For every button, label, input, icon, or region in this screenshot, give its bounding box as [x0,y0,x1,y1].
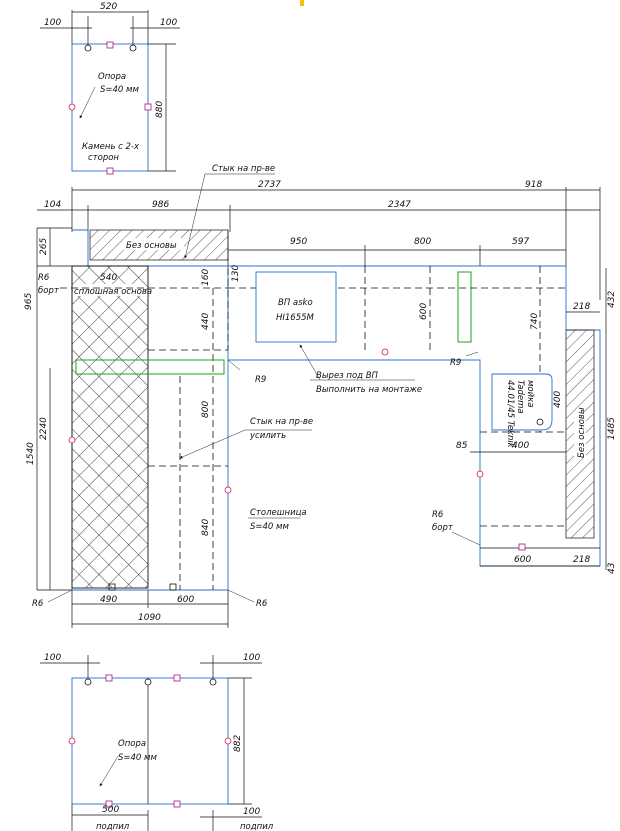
dim-2240: 2240 [39,417,49,440]
dim-218a: 218 [573,302,590,312]
bottom-support-outline [71,677,229,805]
dim-1540: 1540 [26,442,36,465]
dim-597: 597 [512,237,529,247]
r6-bl: R6 [32,599,44,609]
dim-bottom-left: 100 [44,653,61,663]
dim-top-left: 100 [44,18,61,28]
r6-c: R6 [432,510,444,520]
no-base-side-label: Без основы [577,407,587,458]
r6-br: R6 [256,599,268,609]
sink-label-2: Tadema [515,380,525,414]
reinforce-rail-vertical [457,271,472,343]
bort-a: борт [38,286,60,296]
dim-540: 540 [100,273,117,283]
solid-base-label: сплошная основа [74,287,152,297]
dim-265: 265 [39,238,49,255]
dim-bottom-right-2: 100 [243,807,260,817]
no-base-top-label: Без основы [126,241,177,251]
dim-965: 965 [24,293,34,310]
cutout-label-1: Вырез под ВП [316,371,379,381]
solid-base-column [71,265,149,589]
dim-432: 432 [607,291,617,308]
dim-800: 800 [414,237,431,247]
dim-130: 130 [231,265,241,282]
dim-104: 104 [44,200,61,210]
dim-440: 440 [201,313,211,330]
dim-43: 43 [607,562,617,574]
dim-800v: 800 [201,401,211,418]
hob-label-1: ВП asko [278,298,313,308]
dim-85: 85 [456,441,468,451]
hob-cutout [255,271,337,343]
dim-600b: 600 [514,555,531,565]
countertop-label-2: S=40 мм [250,522,289,532]
bottom-support-panel: 100 100 882 Опора S=40 мм 500 подпил 100… [40,653,274,831]
dim-bottom-height: 882 [233,735,243,752]
dim-1090: 1090 [138,613,161,623]
joint-mid-label-1: Стык на пр-ве [250,417,313,427]
dim-400v: 400 [553,391,563,408]
cutout-label-2: Выполнить на монтаже [316,385,422,395]
top-stone-2: сторон [88,153,119,163]
hob-label-2: HI1655M [276,313,315,323]
bort-c: борт [432,523,454,533]
yellow-marker [300,0,304,6]
r9-right: R9 [450,358,461,368]
dim-1485: 1485 [607,417,617,440]
dim-400h: 400 [512,441,529,451]
dim-740: 740 [530,313,540,330]
bottom-sub-2: подпил [240,822,274,831]
bottom-sub-1: подпил [96,822,130,831]
dim-top-height: 880 [155,101,165,118]
joint-top-label: Стык на пр-ве [212,164,275,174]
reinforce-rail-horizontal [75,359,225,375]
dim-top-width: 520 [100,2,117,12]
dim-160: 160 [201,269,211,286]
top-support-panel: 520 100 100 880 Опора S=40 мм Камень с 2… [40,2,180,175]
dim-top-right: 100 [160,18,177,28]
dim-bottom-right: 100 [243,653,260,663]
dim-218b: 218 [573,555,590,565]
dim-2737: 2737 [258,180,281,190]
dim-950: 950 [290,237,307,247]
dim-2347: 2347 [388,200,411,210]
r9-left: R9 [255,375,266,385]
dim-600-bottom: 600 [177,595,194,605]
dim-bottom-width: 500 [102,805,119,815]
bottom-support-label: Опора [118,739,146,749]
r6-a: R6 [38,273,50,283]
countertop-label-1: Столешница [250,508,307,518]
top-support-label: Опора [98,72,126,82]
dim-840: 840 [201,519,211,536]
sink-label-3: 44.01/45 Teknik [505,380,515,449]
dim-600v: 600 [419,303,429,320]
dim-986: 986 [152,200,169,210]
bottom-support-thickness: S=40 мм [118,753,157,763]
sink-label-1: мойка [525,380,535,407]
joint-mid-label-2: усилить [249,431,286,441]
sink-cutout [491,373,553,431]
dim-918: 918 [525,180,542,190]
top-stone-1: Камень с 2-х [82,142,140,152]
top-support-thickness: S=40 мм [100,85,139,95]
dim-490: 490 [100,595,117,605]
main-plan: 104 986 2737 918 2347 265 965 1540 2240 … [24,164,617,628]
